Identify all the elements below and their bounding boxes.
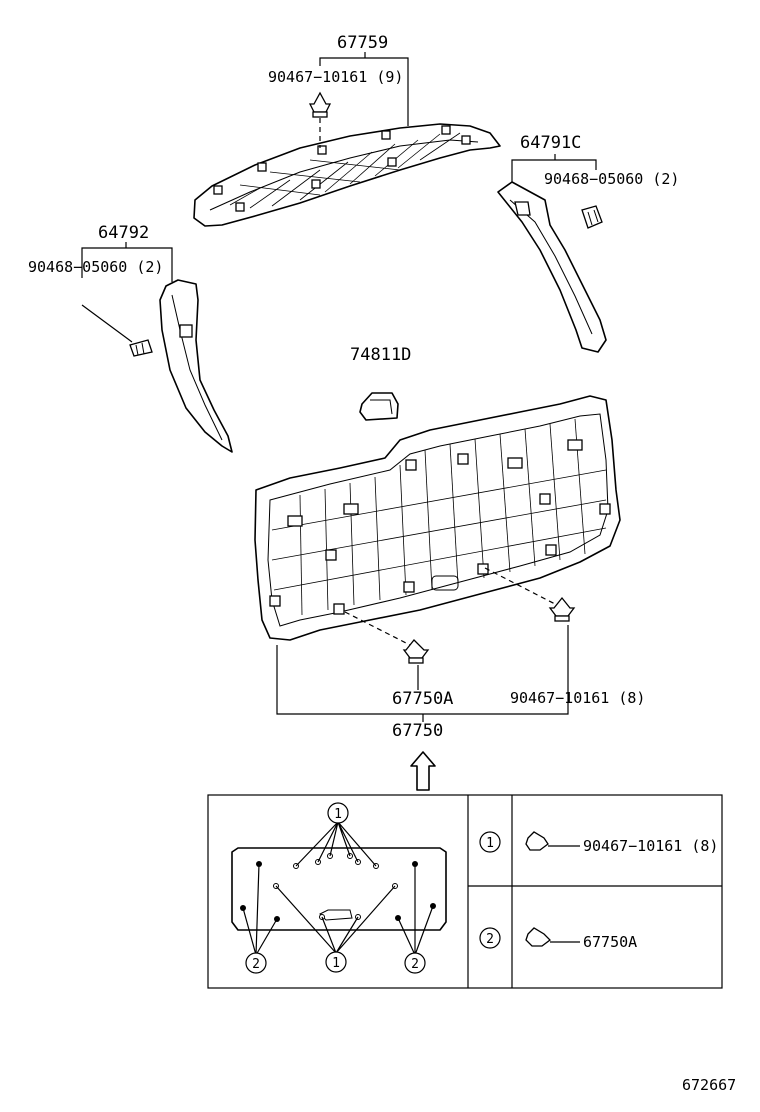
label-67759: 67759 [337, 33, 388, 53]
svg-text:2: 2 [252, 957, 260, 972]
callout-2-left: 2 [245, 952, 267, 974]
svg-text:1: 1 [334, 807, 342, 822]
legend-callout-leaders [242, 821, 434, 956]
label-door-screw: 90467−10161 (8) [510, 689, 645, 707]
label-74811d: 74811D [350, 345, 411, 365]
left-pillar-clip [129, 339, 153, 357]
label-64792: 64792 [98, 223, 149, 243]
svg-text:1: 1 [486, 836, 494, 851]
legend-board-outline [231, 847, 447, 931]
left-pillar-leader [81, 242, 173, 343]
upper-trim-leader [319, 52, 409, 126]
legend-row-1-part: 90467−10161 (8) [583, 837, 718, 855]
label-64791c: 64791C [520, 133, 581, 153]
upper-trim-67759 [193, 123, 501, 227]
drawing-code: 672667 [682, 1076, 736, 1094]
back-door-board [254, 395, 621, 641]
callout-1-bottom: 1 [325, 951, 347, 973]
label-right-clip: 90468−05060 (2) [544, 170, 679, 188]
right-pillar-64791c [497, 181, 607, 353]
svg-text:2: 2 [486, 932, 494, 947]
handle-74811d [359, 392, 399, 421]
right-pillar-clip [581, 205, 603, 229]
svg-text:1: 1 [332, 956, 340, 971]
label-upper-clip: 90467−10161 (9) [268, 68, 403, 86]
legend-row-1: 1 90467−10161 (8) [479, 831, 718, 855]
label-67750a: 67750A [392, 689, 453, 709]
callout-1-top: 1 [327, 802, 349, 824]
up-arrow [410, 751, 436, 791]
label-left-clip: 90468−05060 (2) [28, 258, 163, 276]
callout-2-right: 2 [404, 952, 426, 974]
legend-row-2: 2 67750A [479, 927, 637, 951]
door-board-leader [276, 625, 569, 722]
door-screw-clip [548, 596, 576, 622]
left-pillar-64792 [159, 279, 233, 453]
door-clip-path [344, 611, 411, 646]
svg-text:2: 2 [411, 957, 419, 972]
door-clip-67750a [402, 639, 430, 664]
label-67750: 67750 [392, 721, 443, 741]
upper-clip-fastener [308, 91, 332, 118]
fastener-location-legend [207, 794, 723, 989]
legend-row-2-part: 67750A [583, 933, 637, 951]
right-pillar-leader [511, 154, 597, 182]
door-screw-path [484, 567, 556, 605]
